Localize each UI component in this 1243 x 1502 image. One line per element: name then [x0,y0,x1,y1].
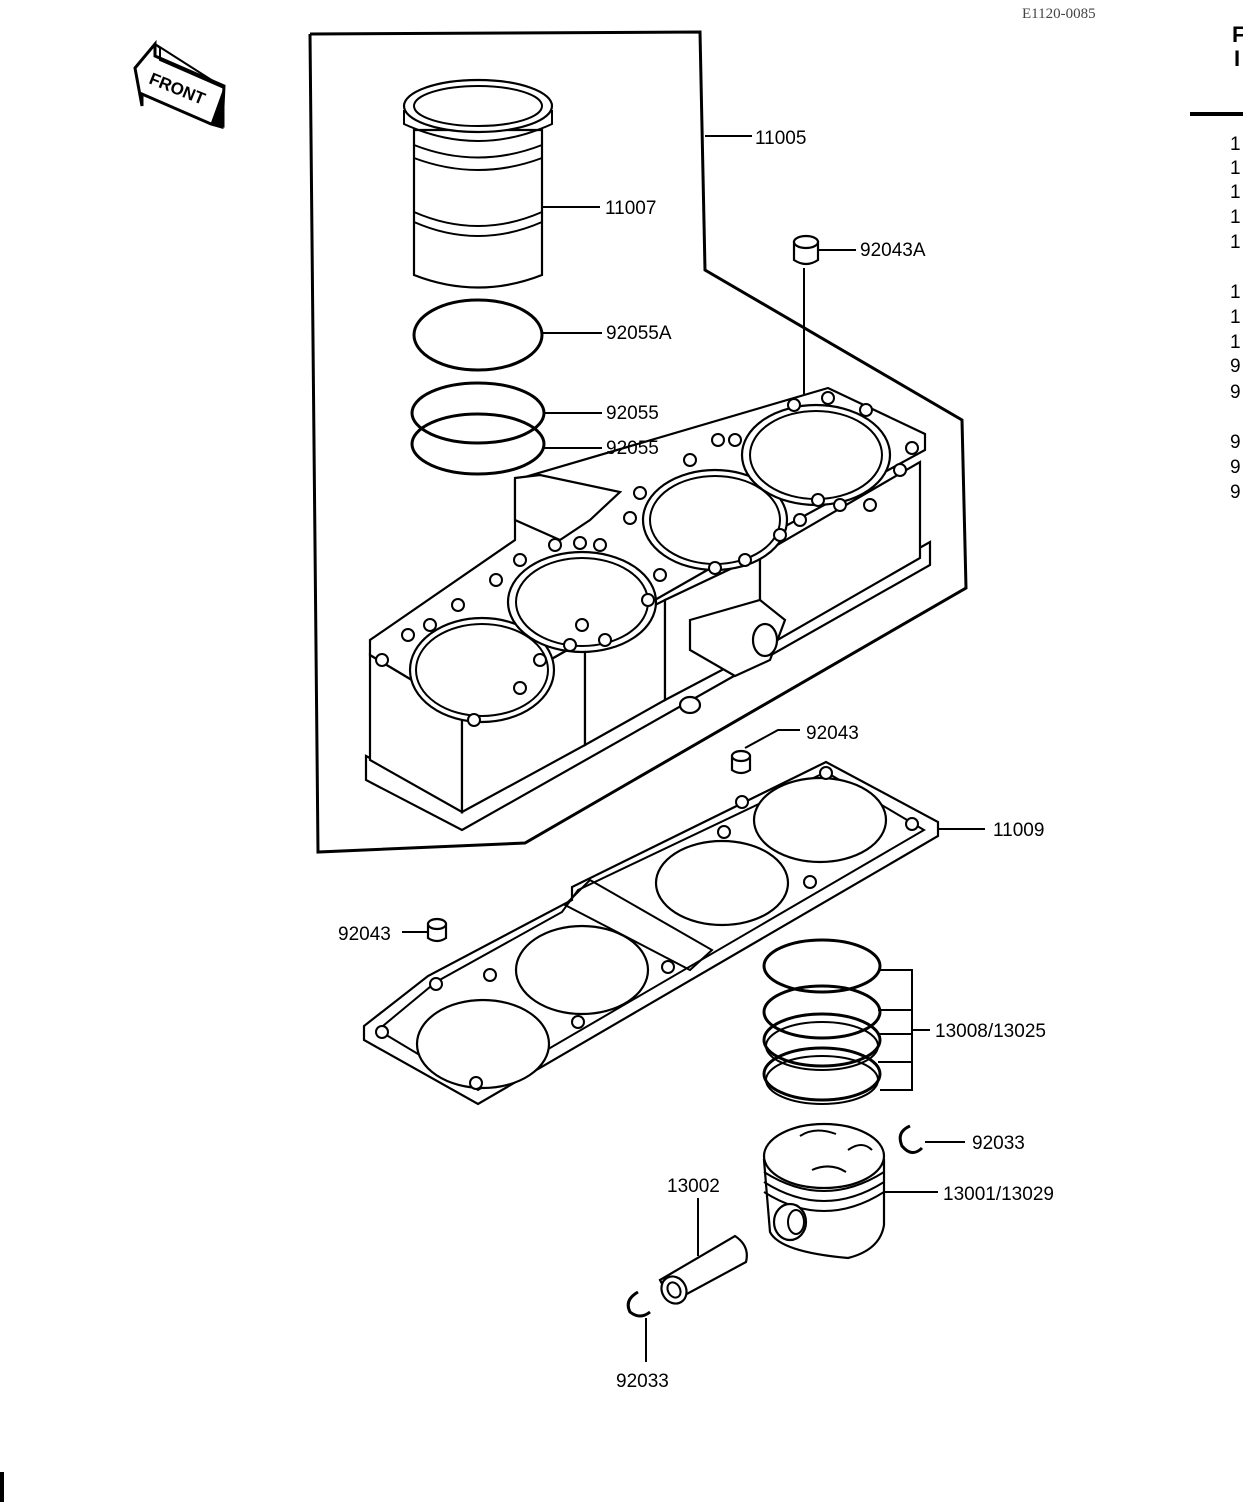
side-header-2: I [1234,46,1240,71]
side-digit: 1 [1230,182,1241,203]
circlip-bottom [626,1290,651,1362]
side-header-1: F [1232,22,1243,47]
label-13008-13025: 13008/13025 [935,1021,1046,1042]
side-digit: 9 [1230,382,1241,403]
label-11009: 11009 [993,820,1044,841]
circlip-right [898,1124,965,1154]
label-92033-right: 92033 [972,1133,1025,1154]
label-92055A: 92055A [606,323,672,344]
piston-rings [762,938,930,1105]
side-digit: 1 [1230,332,1241,353]
piston-pin [658,1198,748,1305]
side-digit: 1 [1230,307,1241,328]
label-11005: 11005 [755,128,806,149]
side-reference-column: F I 1 1 1 1 1 1 1 1 9 9 9 9 9 [1190,22,1243,503]
dowel-pin-92043A [792,234,820,502]
dowel-pin-92043-left [402,917,448,943]
side-digit: 1 [1230,207,1241,228]
o-ring-92055-lower [410,412,546,476]
label-92043-top: 92043 [806,723,859,744]
label-92055-upper: 92055 [606,403,659,424]
side-digit: 9 [1230,482,1241,503]
cylinder-base-gasket [362,760,985,1106]
cylinder-sleeve [402,78,554,289]
label-92055-lower: 92055 [606,438,659,459]
cylinder-block [364,386,932,832]
label-11007: 11007 [605,198,656,219]
label-13001-13029: 13001/13029 [943,1184,1054,1205]
label-92033-bottom: 92033 [616,1371,669,1392]
side-digit: 9 [1230,356,1241,377]
label-92043-left: 92043 [338,924,391,945]
piston [762,1122,938,1260]
side-digit: 1 [1230,134,1241,155]
front-arrow-icon: FRONT [133,39,226,129]
o-ring-92055A [412,298,544,372]
side-digit: 1 [1230,158,1241,179]
cylinder-group-outline [308,30,968,854]
side-digit: 1 [1230,232,1241,253]
dowel-pin-92043-top [730,729,800,775]
diagram-code: E1120-0085 [1022,6,1096,22]
label-92043A: 92043A [860,240,926,261]
label-13002: 13002 [667,1176,720,1197]
side-digit: 9 [1230,457,1241,478]
side-digit: 9 [1230,432,1241,453]
side-digit: 1 [1230,282,1241,303]
